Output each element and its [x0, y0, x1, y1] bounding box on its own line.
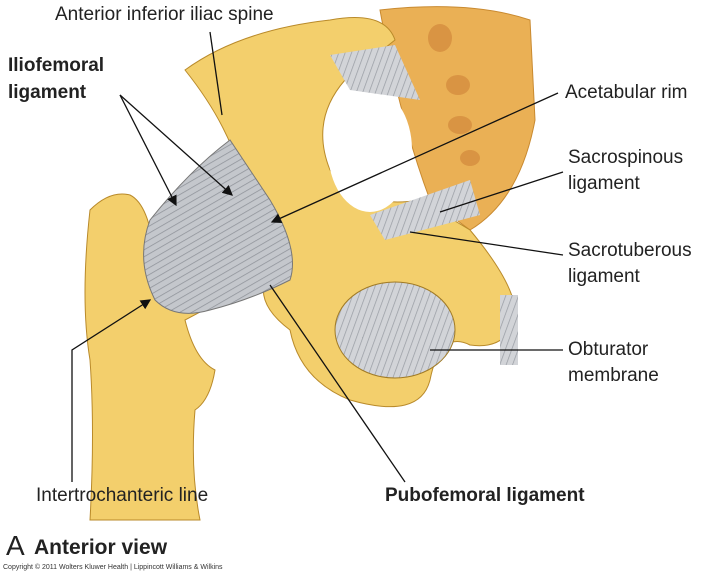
label-sacrotuberous-line1: Sacrotuberous [568, 240, 692, 261]
view-title: Anterior view [34, 536, 168, 559]
hip-capsule-ligaments [143, 139, 293, 314]
sacrotuberous-ligament-shape [330, 45, 420, 100]
view-letter: A [6, 530, 25, 561]
sacral-foramen [460, 150, 480, 166]
sacral-foramen [446, 75, 470, 95]
label-acetabular-rim: Acetabular rim [565, 82, 688, 103]
label-sacrotuberous-line2: ligament [568, 266, 640, 287]
label-obturator-line2: membrane [568, 365, 659, 386]
leader-iliofemoral [119, 94, 177, 207]
label-obturator-line1: Obturator [568, 339, 649, 360]
sacral-foramen [428, 24, 452, 52]
greater-sciatic-notch [328, 88, 412, 212]
label-anterior-inferior-iliac-spine: Anterior inferior iliac spine [55, 4, 274, 25]
leader-acetabular-rim [270, 92, 559, 223]
label-pubofemoral-ligament: Pubofemoral ligament [385, 485, 585, 506]
label-iliofemoral-line2: ligament [8, 82, 87, 103]
pubic-symphysis-ligament [500, 295, 518, 365]
leader-iliofemoral [119, 94, 233, 196]
label-sacrospinous-line2: ligament [568, 173, 640, 194]
leader-pubofemoral [269, 284, 406, 483]
leader-aiis [209, 31, 223, 116]
label-sacrospinous-line1: Sacrospinous [568, 147, 684, 168]
label-intertrochanteric-line: Intertrochanteric line [36, 485, 209, 506]
label-iliofemoral-line1: Iliofemoral [8, 55, 105, 76]
leader-sacrotuberous [409, 231, 564, 256]
copyright: Copyright © 2011 Wolters Kluwer Health |… [3, 564, 223, 571]
sacral-foramen [448, 116, 472, 134]
sacrospinous-ligament-shape [370, 180, 480, 240]
leader-intertrochanteric [71, 299, 152, 482]
leader-sacrospinous [439, 171, 564, 213]
obturator-membrane-shape [334, 281, 456, 379]
